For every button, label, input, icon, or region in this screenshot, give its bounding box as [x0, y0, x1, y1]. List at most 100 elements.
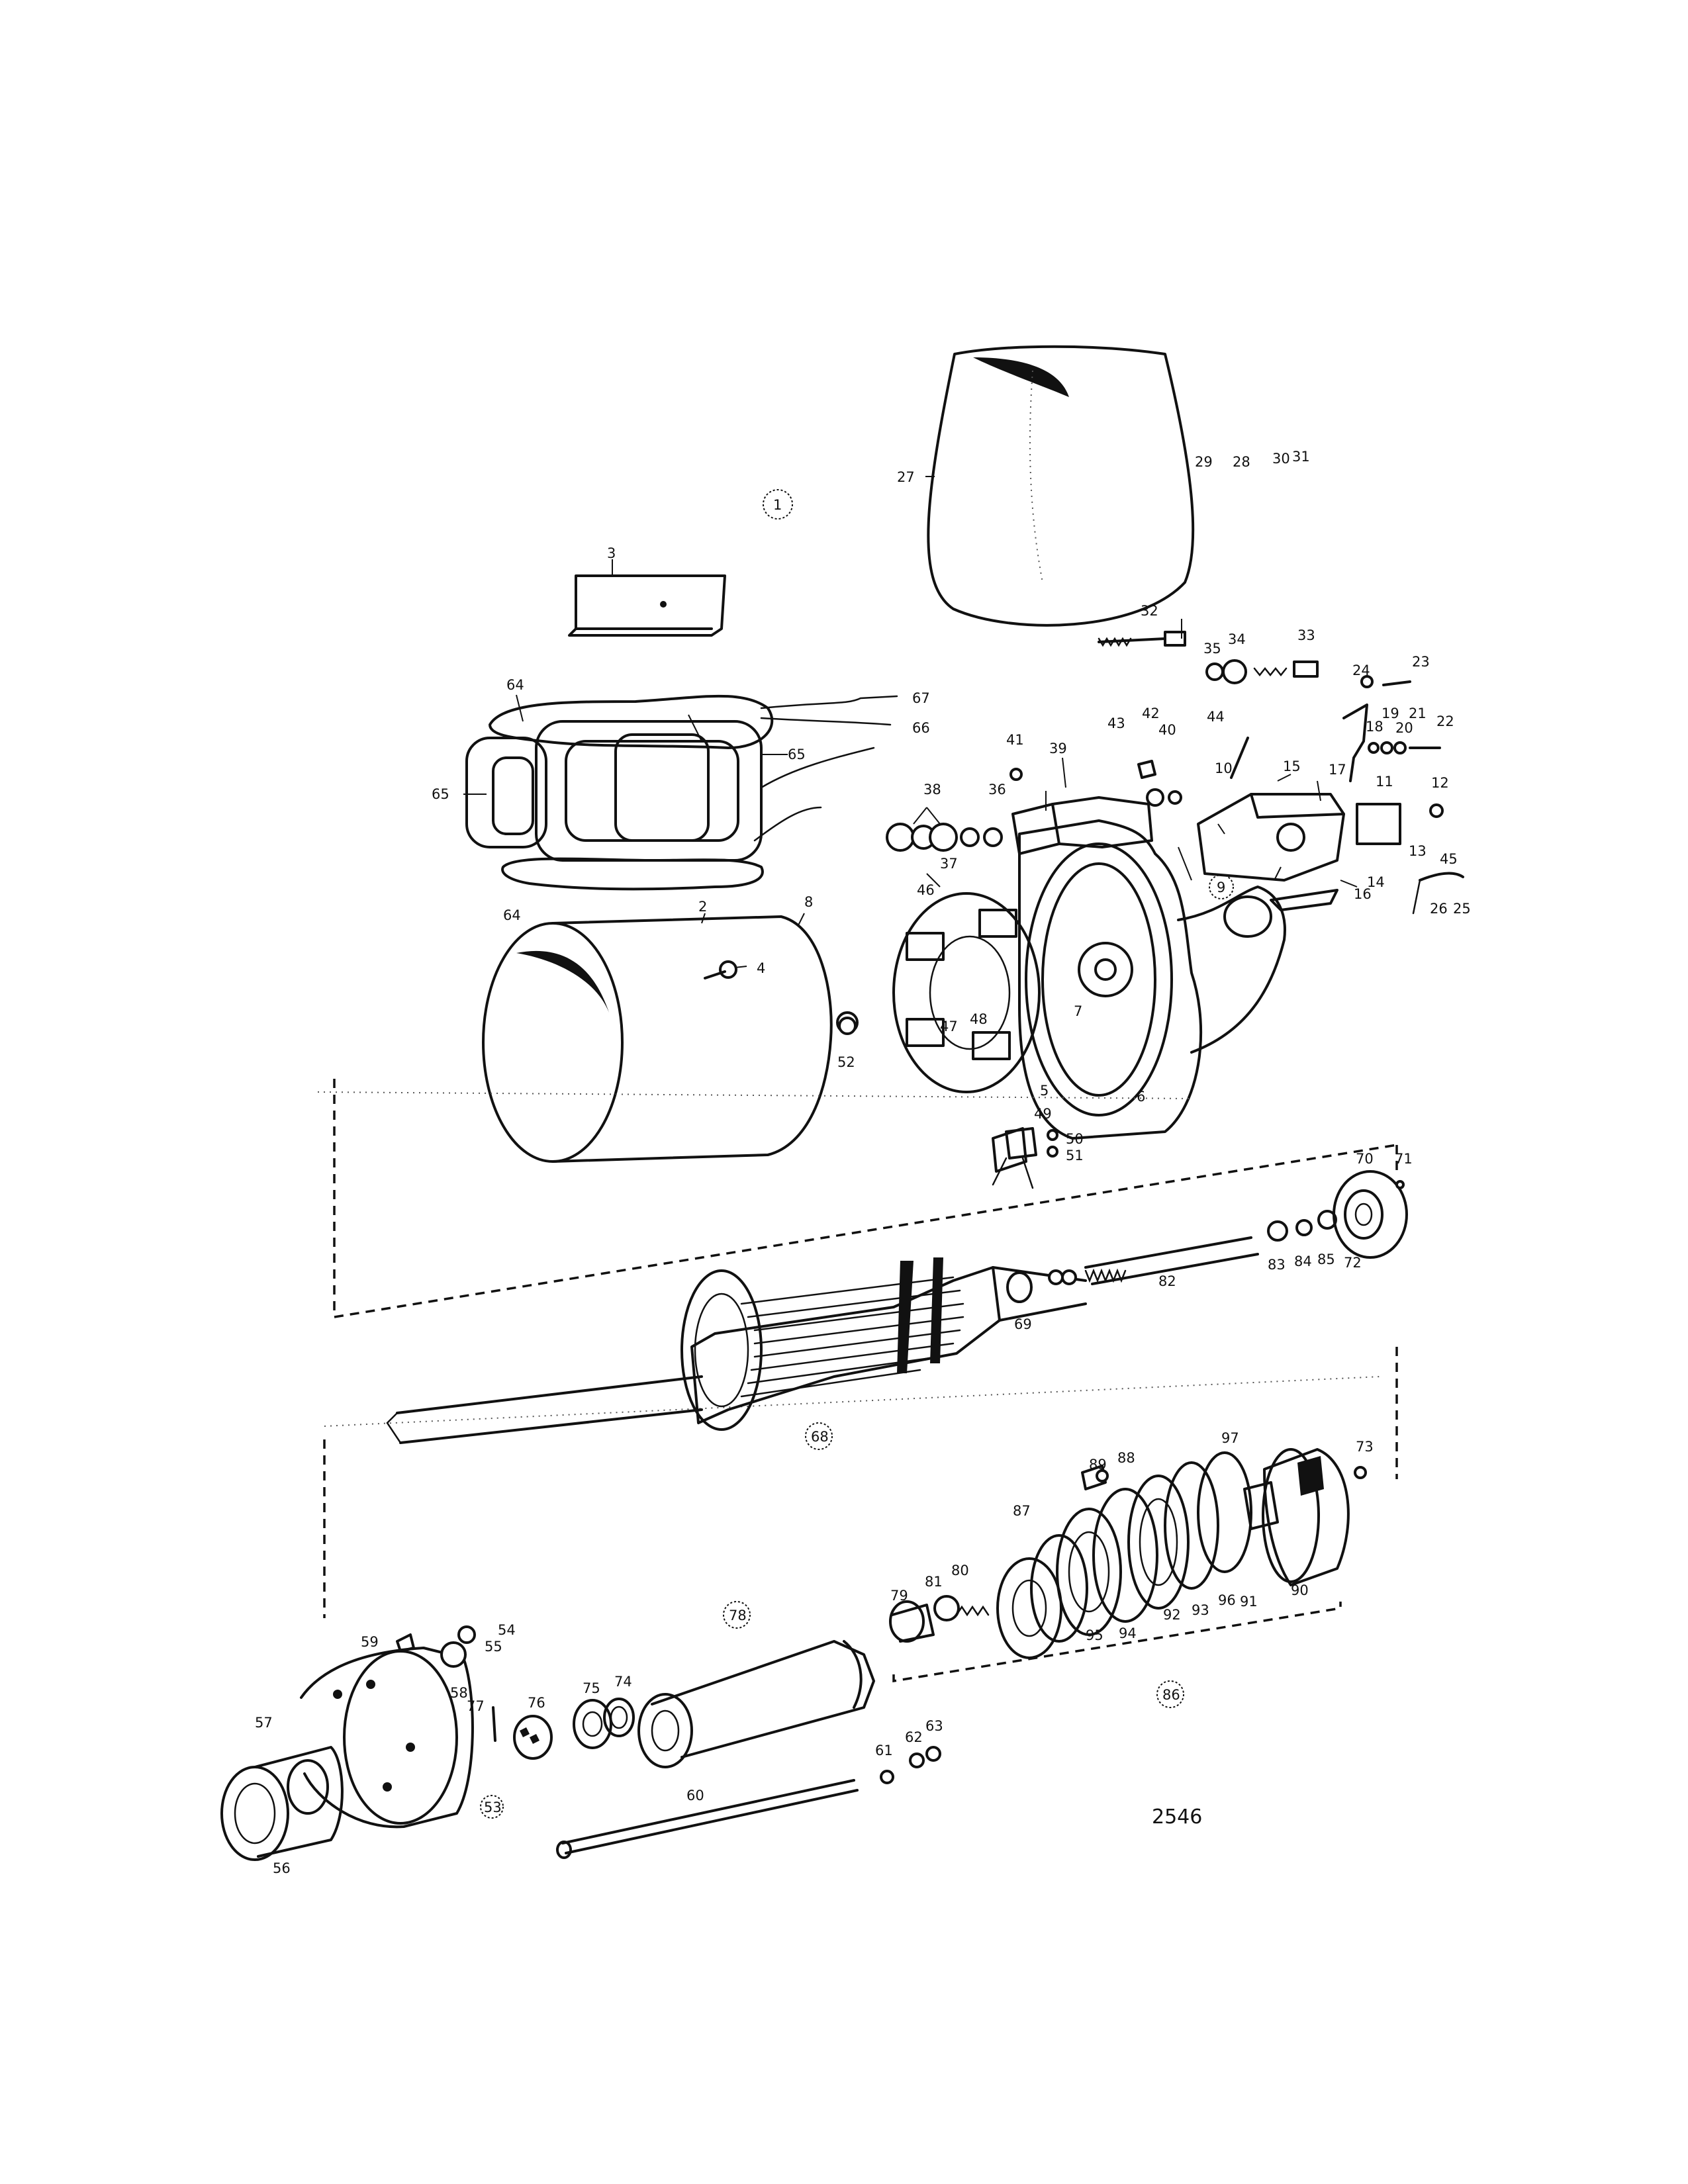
part-drive-end-housing — [220, 1625, 476, 1861]
callout-27: 27 — [897, 469, 915, 485]
callout-16: 16 — [1354, 886, 1372, 902]
callout-64-top: 64 — [506, 677, 524, 693]
callout-47: 47 — [940, 1019, 958, 1034]
callout-22: 22 — [1436, 713, 1454, 729]
callout-87: 87 — [1013, 1503, 1031, 1519]
callout-55: 55 — [485, 1639, 502, 1655]
callout-13: 13 — [1409, 843, 1427, 859]
callout-96: 96 — [1218, 1592, 1236, 1608]
callout-65-left: 65 — [432, 786, 449, 802]
part-end-cap-70 — [1333, 1170, 1408, 1259]
callout-84: 84 — [1294, 1253, 1312, 1269]
callout-51: 51 — [1066, 1148, 1084, 1163]
callout-50: 50 — [1066, 1131, 1084, 1147]
callout-86: 86 — [1162, 1687, 1180, 1703]
part-solenoid-switch — [1197, 704, 1401, 911]
part-brush-holder-plate — [892, 892, 1041, 1093]
callout-88: 88 — [1117, 1450, 1135, 1466]
callout-31: 31 — [1292, 449, 1310, 465]
callout-78: 78 — [729, 1608, 747, 1623]
callout-92: 92 — [1163, 1607, 1181, 1623]
callout-94: 94 — [1119, 1625, 1137, 1641]
callout-38: 38 — [923, 782, 941, 797]
callout-10: 10 — [1215, 760, 1233, 776]
callout-18: 18 — [1366, 719, 1383, 735]
group-bracket-lines — [317, 1079, 1398, 1618]
callout-4: 4 — [757, 960, 765, 976]
callout-34: 34 — [1228, 631, 1246, 647]
callout-73: 73 — [1356, 1439, 1374, 1455]
callout-68: 68 — [811, 1429, 829, 1445]
callout-61: 61 — [875, 1743, 893, 1758]
callout-75: 75 — [583, 1680, 600, 1696]
callout-69: 69 — [1014, 1316, 1032, 1332]
callout-21: 21 — [1409, 705, 1427, 721]
callout-70: 70 — [1356, 1151, 1374, 1167]
callout-8: 8 — [804, 894, 813, 910]
callout-30: 30 — [1272, 451, 1290, 467]
callout-33: 33 — [1297, 627, 1315, 643]
callout-44: 44 — [1207, 709, 1225, 725]
callout-39: 39 — [1049, 741, 1067, 756]
callout-5: 5 — [1040, 1083, 1049, 1099]
callout-6: 6 — [1137, 1089, 1145, 1105]
callout-81: 81 — [925, 1574, 943, 1590]
callout-52: 52 — [837, 1054, 855, 1070]
callout-29: 29 — [1195, 454, 1213, 470]
part-through-bolt — [556, 1746, 941, 1859]
callout-15: 15 — [1283, 758, 1301, 774]
callout-23: 23 — [1412, 654, 1430, 670]
callout-82: 82 — [1158, 1273, 1176, 1289]
part-field-coils — [465, 694, 898, 891]
callout-74: 74 — [614, 1674, 632, 1690]
callout-40: 40 — [1158, 722, 1176, 738]
callout-19: 19 — [1382, 705, 1399, 721]
callout-36: 36 — [988, 782, 1006, 797]
part-bearing-52 — [838, 1017, 857, 1035]
callout-59: 59 — [361, 1634, 379, 1650]
leader-lines — [463, 476, 1358, 968]
callout-labels: 1 2 3 4 5 6 7 8 9 10 11 12 13 14 15 16 1… — [255, 449, 1471, 1876]
part-brush-49 — [992, 1127, 1037, 1189]
callout-49: 49 — [1034, 1106, 1052, 1122]
callout-83: 83 — [1268, 1257, 1286, 1273]
callout-12: 12 — [1431, 775, 1449, 791]
part-pinion-sleeve — [637, 1640, 875, 1768]
callout-77: 77 — [467, 1698, 485, 1714]
callout-76: 76 — [528, 1695, 545, 1711]
part-end-frame — [1018, 819, 1286, 1140]
callout-11: 11 — [1376, 774, 1393, 790]
callout-67: 67 — [912, 690, 930, 706]
callout-63: 63 — [925, 1718, 943, 1734]
callout-46: 46 — [917, 882, 935, 898]
callout-42: 42 — [1142, 705, 1160, 721]
callout-53: 53 — [484, 1799, 502, 1815]
callout-80: 80 — [951, 1563, 969, 1578]
callout-20: 20 — [1395, 720, 1413, 736]
part-armature — [386, 1257, 1087, 1444]
callout-95: 95 — [1086, 1627, 1103, 1643]
callout-54: 54 — [498, 1622, 516, 1638]
callout-89: 89 — [1089, 1457, 1107, 1473]
callout-64-bottom: 64 — [503, 907, 521, 923]
callout-24: 24 — [1352, 662, 1370, 678]
callout-79: 79 — [890, 1588, 908, 1604]
callout-62: 62 — [905, 1729, 923, 1745]
callout-60: 60 — [686, 1788, 704, 1803]
callout-57: 57 — [255, 1715, 273, 1731]
callout-7: 7 — [1074, 1003, 1082, 1019]
callout-25: 25 — [1453, 901, 1471, 917]
part-bearing-parts — [492, 1698, 635, 1760]
figure-number: 2546 — [1152, 1805, 1202, 1829]
callout-90: 90 — [1291, 1582, 1309, 1598]
callout-1: 1 — [773, 497, 782, 513]
part-shaft-82 — [1006, 1210, 1337, 1303]
callout-2: 2 — [698, 899, 707, 915]
callout-72: 72 — [1344, 1255, 1362, 1271]
callout-71: 71 — [1395, 1151, 1413, 1167]
callout-97: 97 — [1221, 1430, 1239, 1446]
callout-32: 32 — [1141, 603, 1158, 619]
callout-66: 66 — [912, 720, 930, 736]
